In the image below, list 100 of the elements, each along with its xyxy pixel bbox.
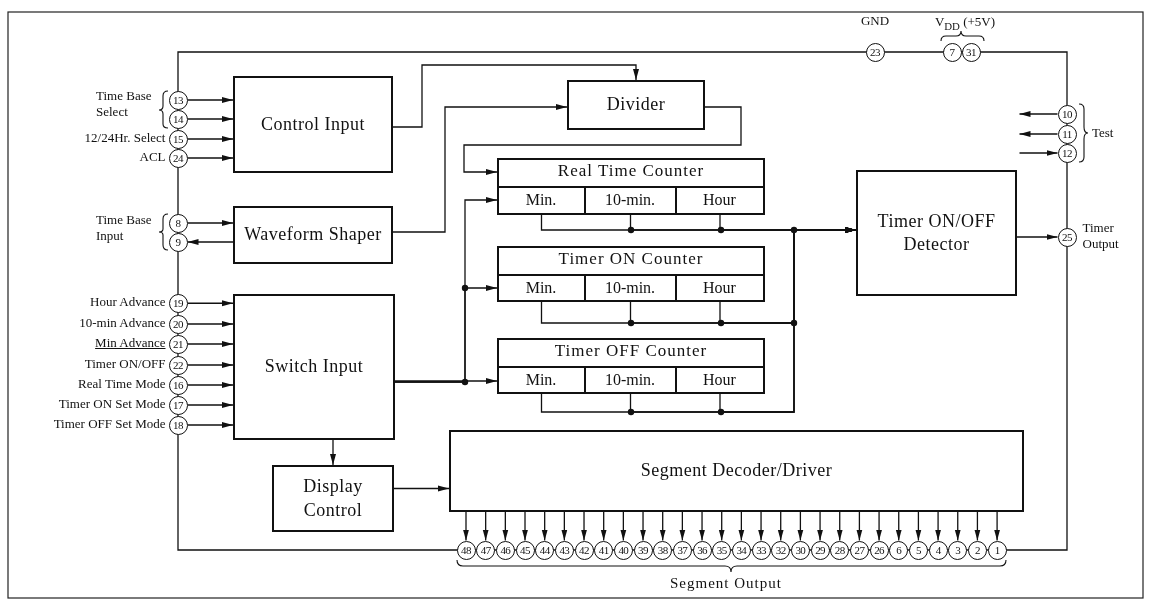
pin-circle: 21 — [168, 334, 188, 354]
arrow — [679, 511, 686, 542]
arrow — [186, 116, 234, 122]
pin-circle: 14 — [168, 109, 188, 129]
pin-group-label: V$_{DD}$ (+5V) — [933, 14, 997, 34]
pin-label: Timer Output — [1082, 220, 1120, 253]
arrow — [994, 511, 1001, 542]
pin-circle: 42 — [574, 540, 594, 560]
arrow — [699, 511, 706, 542]
pin-circle: 39 — [633, 540, 653, 560]
pin-circle: 9 — [168, 232, 188, 252]
pin-circle: 28 — [830, 540, 850, 560]
arrow — [561, 511, 568, 542]
arrow — [392, 64, 639, 128]
pin-circle: 6 — [889, 540, 909, 560]
arrow — [186, 136, 234, 142]
pin-circle: 4 — [928, 540, 948, 560]
pin-circle: 31 — [961, 42, 981, 62]
arrow — [522, 511, 528, 542]
arrow — [186, 341, 234, 347]
pin-circle: 32 — [771, 540, 791, 560]
arrow — [482, 511, 489, 542]
arrow — [954, 511, 961, 542]
function-block: Waveform Shaper — [233, 206, 393, 264]
pin-label: Timer OFF Set Mode — [52, 416, 166, 433]
function-block: Timer ON/OFF Detector — [856, 170, 1017, 296]
arrow — [541, 511, 548, 542]
arrow — [1016, 234, 1059, 240]
arrow — [1018, 111, 1059, 117]
arrow — [935, 511, 942, 542]
arrow — [718, 511, 725, 542]
pin-circle: 7 — [942, 42, 962, 62]
pin-circle: 26 — [869, 540, 889, 560]
pin-circle: 22 — [168, 355, 188, 375]
pin-circle: 1 — [987, 540, 1007, 560]
counter-title: Timer ON Counter — [557, 249, 705, 269]
counter-block — [497, 338, 765, 394]
arrow — [1018, 131, 1059, 137]
pin-circle: 25 — [1057, 227, 1077, 247]
arrow — [186, 300, 234, 307]
function-block: Divider — [567, 80, 705, 130]
counter-title: Real Time Counter — [556, 161, 706, 181]
pin-label: 10-min Advance — [78, 315, 166, 332]
arrow — [186, 422, 234, 428]
pin-label: Min Advance — [94, 335, 166, 352]
pin-circle: 48 — [456, 540, 476, 560]
arrow — [186, 382, 234, 388]
output-label: Segment Output — [669, 574, 783, 593]
pin-circle: 35 — [712, 540, 732, 560]
pin-label: Hour Advance — [89, 294, 166, 311]
pin-label: GND — [859, 12, 891, 29]
arrow — [640, 511, 647, 542]
pin-circle: 13 — [168, 90, 188, 110]
pin-label: Timer ON/OFF — [83, 356, 166, 373]
arrow — [1018, 150, 1059, 156]
arrow — [392, 104, 568, 233]
arrow — [620, 511, 627, 542]
arrow — [330, 439, 336, 466]
pin-circle: 20 — [168, 314, 188, 334]
counter-title: Timer OFF Counter — [553, 341, 709, 361]
function-block: Segment Decoder/Driver — [449, 430, 1024, 512]
arrow — [659, 511, 666, 542]
arrow — [600, 511, 607, 542]
arrow — [186, 321, 234, 327]
function-block: Switch Input — [233, 294, 395, 440]
pin-circle: 19 — [168, 293, 188, 313]
arrow — [186, 402, 234, 408]
arrow — [895, 511, 902, 542]
arrow — [836, 511, 843, 542]
pin-circle: 12 — [1057, 143, 1077, 163]
pin-circle: 46 — [495, 540, 515, 560]
counter-block — [497, 246, 765, 302]
arrow — [915, 511, 922, 542]
pin-label: Real Time Mode — [77, 376, 166, 393]
pin-group-label: Time Base Select — [96, 88, 153, 121]
pin-circle: 10 — [1057, 104, 1077, 124]
arrow — [463, 106, 742, 175]
arrow — [394, 285, 498, 383]
pin-label: 12/24Hr. Select — [83, 130, 166, 147]
arrow — [876, 511, 883, 542]
arrow — [393, 485, 450, 492]
function-block: Display Control — [272, 465, 394, 532]
arrow — [974, 511, 981, 542]
pin-circle: 38 — [653, 540, 673, 560]
pin-circle: 15 — [168, 129, 188, 149]
pin-circle: 34 — [731, 540, 751, 560]
arrow — [463, 511, 469, 542]
pin-circle: 43 — [554, 540, 574, 560]
pin-circle: 47 — [476, 540, 496, 560]
pin-circle: 18 — [168, 415, 188, 435]
pin-circle: 17 — [168, 395, 188, 415]
arrow — [186, 362, 234, 368]
arrow — [394, 378, 498, 384]
pin-group-label: Time Base Input — [96, 212, 153, 245]
pin-label: Timer ON Set Mode — [57, 396, 166, 413]
pin-circle: 45 — [515, 540, 535, 560]
arrow — [777, 511, 784, 542]
arrow — [186, 239, 234, 245]
pin-group-label: Test — [1092, 125, 1115, 142]
pin-circle: 23 — [865, 42, 885, 62]
